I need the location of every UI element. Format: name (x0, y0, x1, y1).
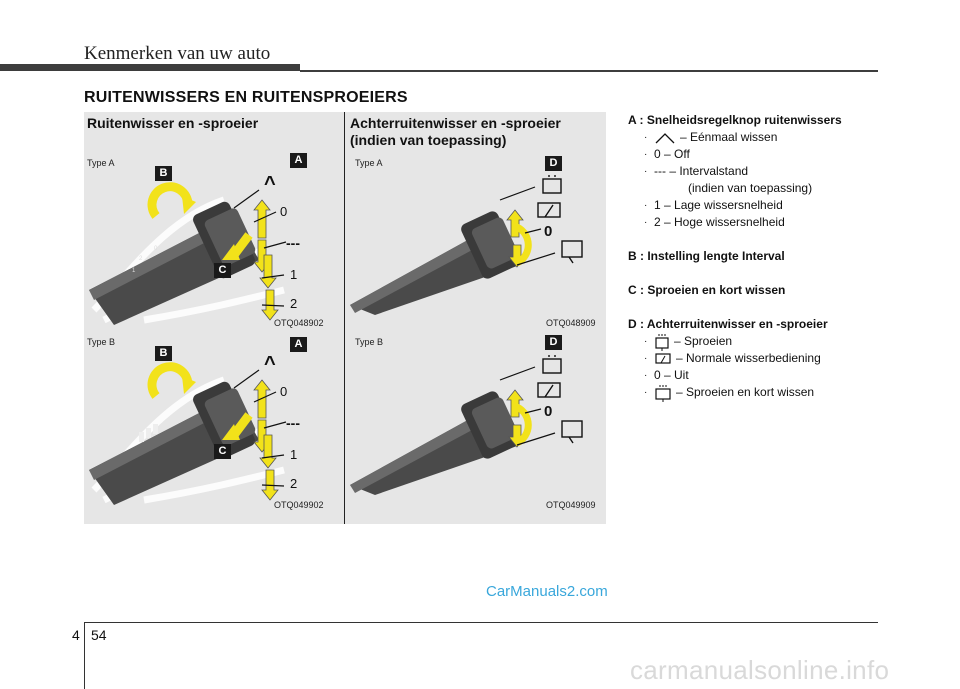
legend-b-heading: B : Instelling lengte Interval (628, 249, 785, 263)
legend-a-heading: A : Snelheidsregelknop ruitenwissers (628, 113, 842, 127)
badge-c-type-b: C (214, 444, 231, 459)
section-title: RUITENWISSERS EN RUITENSPROEIERS (84, 89, 408, 106)
page-number: 54 (91, 627, 107, 643)
rear-wiper-type-b-illustration: 0 (350, 355, 583, 495)
bullet: · (644, 387, 648, 398)
pos-low-a: 1 (290, 267, 297, 282)
rear-wiper-icon (655, 352, 671, 364)
svg-text:1: 1 (132, 268, 136, 274)
code-left-a: OTQ048902 (274, 318, 324, 328)
legend-a-item-text: 1 – Lage wissersnelheid (654, 198, 783, 212)
legend-d-item-off: · 0 – Uit (628, 367, 842, 384)
front-wiper-subtitle: Ruitenwisser en -sproeier (87, 115, 259, 131)
code-right-a: OTQ048909 (546, 318, 596, 328)
single-wipe-icon (655, 132, 675, 143)
legend-a-item-int: · --- – Intervalstand (628, 163, 842, 180)
panel-divider (344, 112, 345, 524)
pos-mist-a: ^ (264, 173, 276, 195)
legend-a-item-text: – Eénmaal wissen (680, 130, 778, 144)
legend-a-item-text: 0 – Off (654, 147, 690, 161)
svg-text:0: 0 (154, 246, 158, 252)
pos-low-b: 1 (290, 447, 297, 462)
rear-type-a-label: Type A (355, 158, 383, 168)
rear-off-a: 0 (544, 223, 552, 240)
rear-washer-icon (655, 333, 669, 351)
bullet: · (644, 217, 648, 228)
bullet: · (644, 149, 648, 160)
badge-d: D (545, 156, 562, 171)
badge-a-type-b: A (290, 337, 307, 352)
code-left-b: OTQ049902 (274, 500, 324, 510)
legend-d-item-text: – Sproeien en kort wissen (676, 385, 815, 399)
pos-mist-b: ^ (264, 353, 276, 375)
pos-high-b: 2 (290, 476, 297, 491)
front-wiper-type-b-illustration: ^ 0 --- 1 2 (89, 353, 300, 505)
pos-int-b: --- (286, 415, 300, 431)
svg-text:2: 2 (139, 256, 143, 262)
front-wiper-type-a-illustration: 120 ^ 0 --- 1 2 (89, 173, 300, 325)
legend-a-item-text: 2 – Hoge wissersnelheid (654, 215, 785, 229)
rear-type-b-label: Type B (355, 337, 384, 347)
bullet: · (644, 336, 648, 347)
pos-high-a: 2 (290, 296, 297, 311)
pos-off-a: 0 (280, 204, 287, 219)
legend-a-item-int-cont: (indien van toepassing) (688, 181, 813, 195)
legend: A : Snelheidsregelknop ruitenwissers · –… (628, 112, 842, 402)
footer-divider (84, 622, 85, 689)
badge-b: B (155, 166, 172, 181)
badge-c: C (214, 263, 231, 278)
bullet: · (644, 200, 648, 211)
pos-int-a: --- (286, 235, 300, 251)
legend-d-heading: D : Achterruitenwisser en -sproeier (628, 317, 828, 331)
bullet: · (644, 166, 648, 177)
bottom-watermark: carmanualsonline.info (630, 655, 890, 685)
site-watermark[interactable]: CarManuals2.com (486, 583, 608, 600)
legend-d-item-text: – Sproeien (674, 334, 733, 348)
legend-a-item-off: · 0 – Off (628, 146, 842, 163)
legend-d-item-spray-wipe: · – Sproeien en kort wissen (628, 384, 842, 402)
badge-b-type-b: B (155, 346, 172, 361)
type-b-label: Type B (87, 337, 116, 347)
legend-a-item-mist: · – Eénmaal wissen (628, 129, 842, 146)
bullet: · (644, 353, 648, 364)
header-rule (300, 70, 878, 72)
rear-wiper-subtitle-line1: Achterruitenwisser en -sproeier (350, 115, 561, 131)
legend-d-item-text: – Normale wisserbediening (676, 351, 821, 365)
legend-d-item-text: 0 – Uit (654, 368, 689, 382)
footer-rule (84, 622, 878, 623)
code-right-b: OTQ049909 (546, 500, 596, 510)
rear-wiper-subtitle-line2: (indien van toepassing) (350, 132, 507, 148)
legend-a-item-high: · 2 – Hoge wissersnelheid (628, 214, 842, 231)
page-section-number: 4 (72, 627, 80, 643)
type-a-label: Type A (87, 158, 115, 168)
legend-d-item-normal: · – Normale wisserbediening (628, 350, 842, 367)
bullet: · (644, 132, 648, 143)
bullet: · (644, 370, 648, 381)
legend-d-item-spray: · – Sproeien (628, 333, 842, 351)
header-title: Kenmerken van uw auto (84, 43, 271, 64)
badge-d-type-b: D (545, 335, 562, 350)
rear-washer-wipe-icon (655, 384, 671, 402)
header-bar (0, 64, 300, 71)
badge-a: A (290, 153, 307, 168)
rear-off-b: 0 (544, 403, 552, 420)
legend-a-item-low: · 1 – Lage wissersnelheid (628, 197, 842, 214)
legend-c-heading: C : Sproeien en kort wissen (628, 283, 786, 297)
rear-wiper-type-a-illustration: 0 (350, 175, 583, 315)
legend-a-item-text: --- – Intervalstand (654, 164, 749, 178)
pos-off-b: 0 (280, 384, 287, 399)
